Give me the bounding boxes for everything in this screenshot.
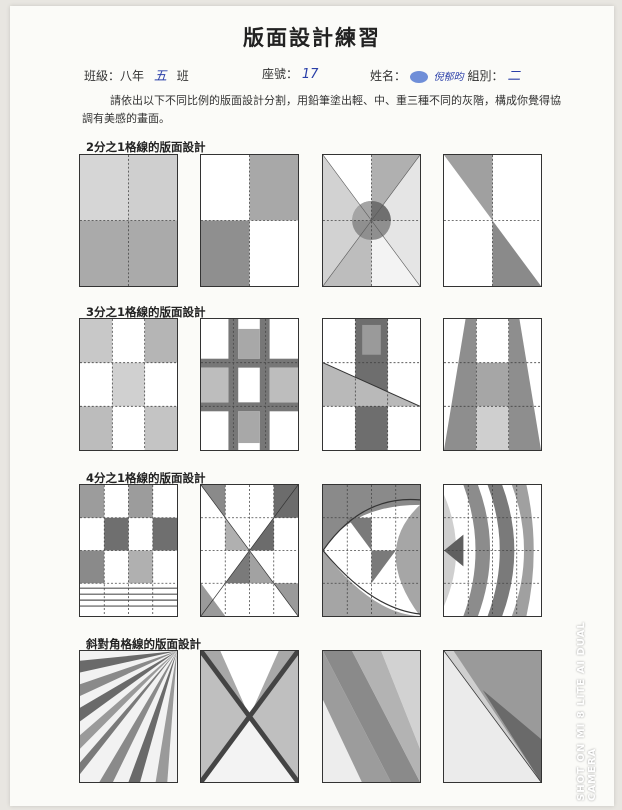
seat-value: 17	[301, 67, 319, 82]
design-panel-diagonal-3	[322, 650, 421, 783]
camera-watermark: SHOT ON MI 8 LITE AI DUAL CAMERA	[576, 621, 598, 801]
class-value: 五	[153, 69, 167, 84]
design-panel-quarter-3	[322, 484, 421, 617]
design-panel-quarter-4	[443, 484, 542, 617]
seat-field: 座號： 17	[262, 65, 318, 82]
design-panel-third-1	[79, 318, 178, 451]
design-panel-third-4	[443, 318, 542, 451]
design-panel-third-2	[200, 318, 299, 451]
class-field: 班級：八年 五 班	[84, 65, 189, 84]
section-title-quarter: 4分之1格線的版面設計	[86, 471, 206, 485]
seat-label: 座號：	[262, 67, 299, 81]
design-panel-diagonal-4	[443, 650, 542, 783]
section-title-half: 2分之1格線的版面設計	[86, 140, 206, 154]
section-title-diagonal: 斜對角格線的版面設計	[86, 637, 201, 651]
design-panel-quarter-1	[79, 484, 178, 617]
design-panel-third-3	[322, 318, 421, 451]
design-panel-quarter-2	[200, 484, 299, 617]
group-value: 二	[507, 69, 521, 84]
design-panel-half-3	[322, 154, 421, 287]
name-label: 姓名：	[370, 69, 407, 83]
correction-blot-icon	[409, 70, 428, 83]
worksheet-paper: 版面設計練習 班級：八年 五 班 座號： 17 姓名： 倪郁昀 組別： 二 請依…	[10, 6, 614, 806]
class-label: 班級：八年	[84, 69, 145, 83]
design-panel-diagonal-1	[79, 650, 178, 783]
group-label: 組別：	[467, 69, 504, 83]
name-value: 倪郁昀	[433, 72, 464, 83]
class-suffix: 班	[176, 69, 189, 83]
design-panel-half-1	[79, 154, 178, 287]
section-title-third: 3分之1格線的版面設計	[86, 305, 206, 319]
instruction-text: 請依出以下不同比例的版面設計分割，用鉛筆塗出輕、中、重三種不同的灰階，構成你覺得…	[82, 94, 561, 125]
design-panel-half-4	[443, 154, 542, 287]
design-panel-half-2	[200, 154, 299, 287]
name-field: 姓名： 倪郁昀 組別： 二	[370, 65, 520, 84]
page-title: 版面設計練習	[243, 25, 381, 50]
design-panel-diagonal-2	[200, 650, 299, 783]
